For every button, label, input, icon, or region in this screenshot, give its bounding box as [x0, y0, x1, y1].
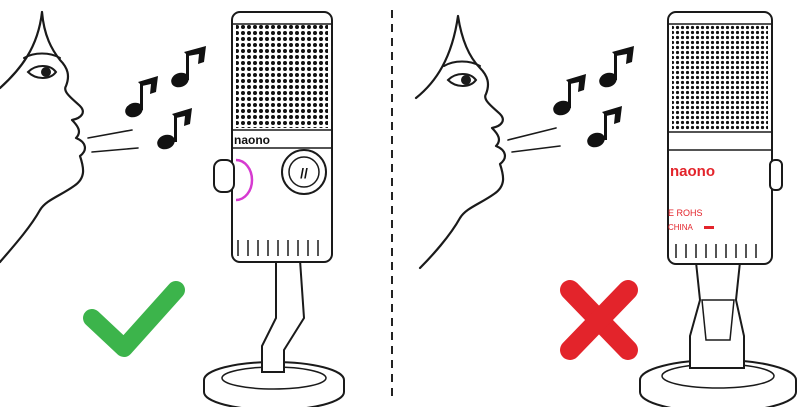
- music-note-icon: [155, 108, 192, 152]
- music-note-icon: [585, 106, 622, 150]
- eye-icon: [444, 62, 480, 87]
- mic-brand-label: naono: [670, 163, 715, 180]
- music-note-icon: [597, 46, 634, 90]
- music-note-icon: [169, 46, 206, 90]
- panel-correct: // naono: [0, 12, 344, 407]
- mic-origin-label: CHINA: [668, 223, 694, 232]
- music-note-icon: [123, 76, 158, 120]
- music-note-icon: [551, 74, 586, 118]
- check-mark-icon: [92, 290, 176, 348]
- sound-lines: [508, 128, 560, 152]
- speaker-face-profile: [0, 12, 85, 262]
- svg-text://: //: [300, 165, 308, 181]
- weee-mark-icon: [704, 226, 714, 229]
- sound-lines: [88, 130, 138, 152]
- mic-certification-label: E ROHS: [668, 208, 703, 218]
- mic-brand-label: naono: [234, 133, 270, 147]
- microphone-side-view: // naono: [204, 12, 344, 407]
- speaker-face-profile: [416, 16, 505, 268]
- panel-incorrect: naono E ROHS CHINA: [416, 12, 796, 407]
- microphone-front-view: naono E ROHS CHINA: [640, 12, 796, 407]
- eye-icon: [24, 54, 60, 79]
- cross-mark-icon: [570, 290, 628, 350]
